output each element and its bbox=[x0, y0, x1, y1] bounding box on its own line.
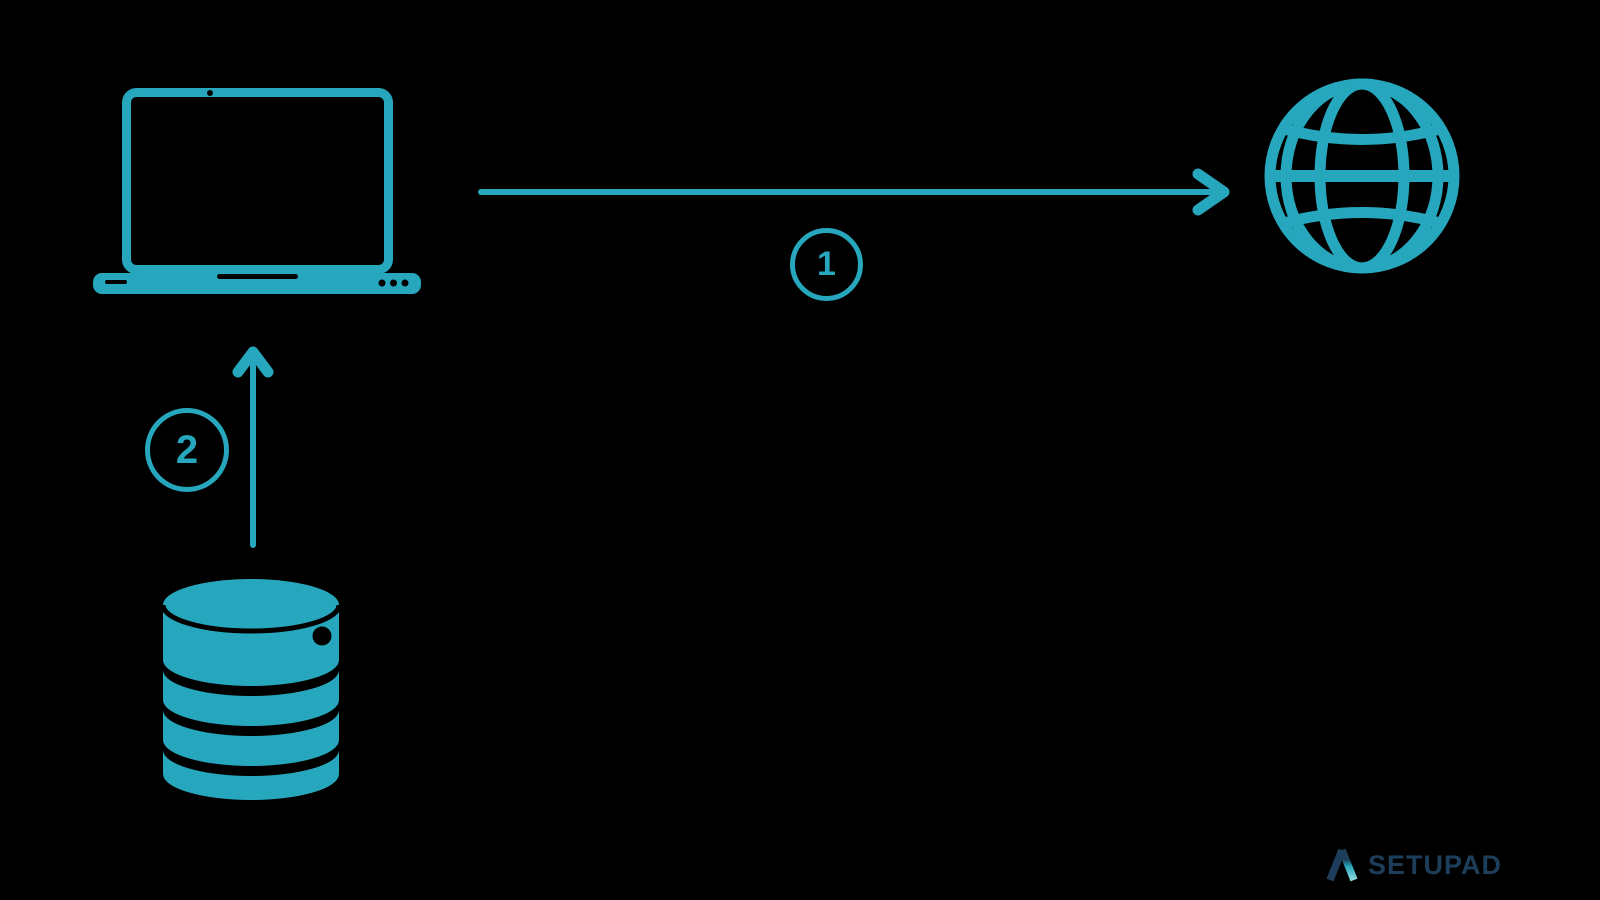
step-1-number: 1 bbox=[817, 245, 836, 283]
laptop-icon bbox=[93, 88, 421, 294]
step-2-number: 2 bbox=[175, 427, 199, 472]
globe-latitude-north bbox=[1282, 123, 1442, 145]
laptop-base bbox=[93, 273, 421, 294]
laptop-base-dot bbox=[401, 279, 409, 287]
database-icon bbox=[162, 579, 340, 800]
setupad-arrow-mark-icon bbox=[1326, 848, 1358, 882]
step-1-badge: 1 bbox=[790, 228, 863, 301]
flow-arrow-2-line bbox=[250, 358, 256, 548]
setupad-logo: SETUPAD bbox=[1325, 845, 1502, 885]
laptop-base-dot bbox=[390, 279, 397, 287]
database-band bbox=[163, 750, 339, 800]
database-band bbox=[163, 710, 339, 766]
laptop-hinge-notch bbox=[217, 274, 298, 279]
globe-latitude-south bbox=[1282, 207, 1442, 229]
laptop-webcam-dot bbox=[207, 90, 213, 96]
setupad-logo-text: SETUPAD bbox=[1368, 850, 1503, 880]
laptop-screen-frame bbox=[122, 88, 393, 274]
laptop-base-slot bbox=[105, 280, 127, 284]
step-2-badge: 2 bbox=[145, 408, 229, 492]
database-band bbox=[163, 670, 339, 726]
flow-arrow-1-head-icon bbox=[1192, 168, 1230, 216]
globe-icon bbox=[1264, 78, 1460, 274]
flow-arrow-2-head-icon bbox=[232, 346, 274, 378]
flow-arrow-1-line bbox=[478, 189, 1216, 195]
laptop-base-dot bbox=[378, 279, 386, 287]
database-top-lens-line bbox=[162, 604, 340, 634]
database-indicator-dot bbox=[312, 626, 332, 646]
